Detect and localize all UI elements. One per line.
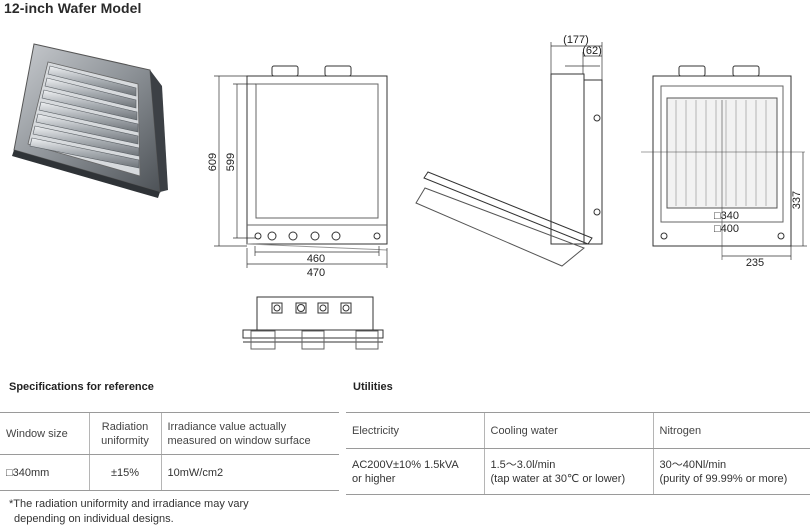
dim-470: 470 xyxy=(307,267,325,279)
lamp-rows xyxy=(29,65,140,169)
dim-609: 609 xyxy=(207,153,219,171)
utilities-data-row: AC200V±10% 1.5kVA or higher 1.5～3.0l/min… xyxy=(346,448,810,495)
dim-235: 235 xyxy=(746,257,764,269)
lamp-grid xyxy=(675,100,767,206)
specs-header-cell: Radiation uniformity xyxy=(88,412,161,455)
cell-line: 1.5～3.0l/min xyxy=(490,458,556,471)
specs-cell: □340mm xyxy=(0,454,89,491)
side-view xyxy=(415,65,603,267)
utilities-header-cell: Cooling water xyxy=(483,412,653,449)
dim-340: □340 xyxy=(714,210,739,222)
cell-line: (tap water at 30℃ or lower) xyxy=(490,472,626,485)
utilities-cell: 30～40Nl/min (purity of 99.99% or more) xyxy=(652,448,810,495)
dim-337: 337 xyxy=(791,191,803,209)
dim-460: 460 xyxy=(307,253,325,265)
specs-header-row: Window size Radiation uniformity Irradia… xyxy=(0,412,339,455)
rear-view-dimensions xyxy=(722,152,807,260)
utilities-heading: Utilities xyxy=(353,381,393,393)
bottom-view xyxy=(242,296,384,350)
specs-data-row: □340mm ±15% 10mW/cm2 xyxy=(0,454,339,491)
utilities-table: Electricity Cooling water Nitrogen AC200… xyxy=(346,412,810,495)
cell-line: AC200V±10% 1.5kVA xyxy=(352,458,459,471)
dim-62: (62) xyxy=(582,45,602,57)
utilities-cell: 1.5～3.0l/min (tap water at 30℃ or lower) xyxy=(483,448,653,495)
specs-header-cell: Irradiance value actually measured on wi… xyxy=(160,412,339,455)
front-view-dimensions xyxy=(214,75,388,268)
header-line: Window size xyxy=(6,427,68,440)
cell-line: (purity of 99.99% or more) xyxy=(659,472,788,485)
specs-header-cell: Window size xyxy=(0,412,89,455)
utilities-cell: AC200V±10% 1.5kVA or higher xyxy=(346,448,484,495)
rear-view xyxy=(641,65,805,260)
header-line: measured on window surface xyxy=(167,434,311,447)
utilities-header-cell: Electricity xyxy=(346,412,484,449)
dim-177: (177) xyxy=(563,34,589,46)
product-photo xyxy=(12,43,168,198)
specs-heading: Specifications for reference xyxy=(9,381,154,393)
header-line: Radiation xyxy=(101,420,149,433)
utilities-header-cell: Nitrogen xyxy=(652,412,810,449)
front-view xyxy=(246,65,388,251)
side-view-dimensions xyxy=(550,42,603,80)
note-line: *The radiation uniformity and irradiance… xyxy=(9,498,249,510)
cell-line: or higher xyxy=(352,472,396,485)
specs-table: Window size Radiation uniformity Irradia… xyxy=(0,412,339,491)
page-title: 12-inch Wafer Model xyxy=(4,0,142,16)
header-line: Irradiance value actually xyxy=(167,420,287,433)
specs-note: *The radiation uniformity and irradiance… xyxy=(9,497,309,527)
dim-400: □400 xyxy=(714,223,739,235)
note-line: depending on individual designs. xyxy=(14,513,174,525)
header-line: uniformity xyxy=(101,434,149,447)
cell-line: 30～40Nl/min xyxy=(659,458,727,471)
technical-drawings: 609 599 460 470 (177) (62) xyxy=(12,34,807,350)
specs-cell: 10mW/cm2 xyxy=(160,454,339,491)
dim-599: 599 xyxy=(225,153,237,171)
specs-cell: ±15% xyxy=(88,454,161,491)
utilities-header-row: Electricity Cooling water Nitrogen xyxy=(346,412,810,449)
